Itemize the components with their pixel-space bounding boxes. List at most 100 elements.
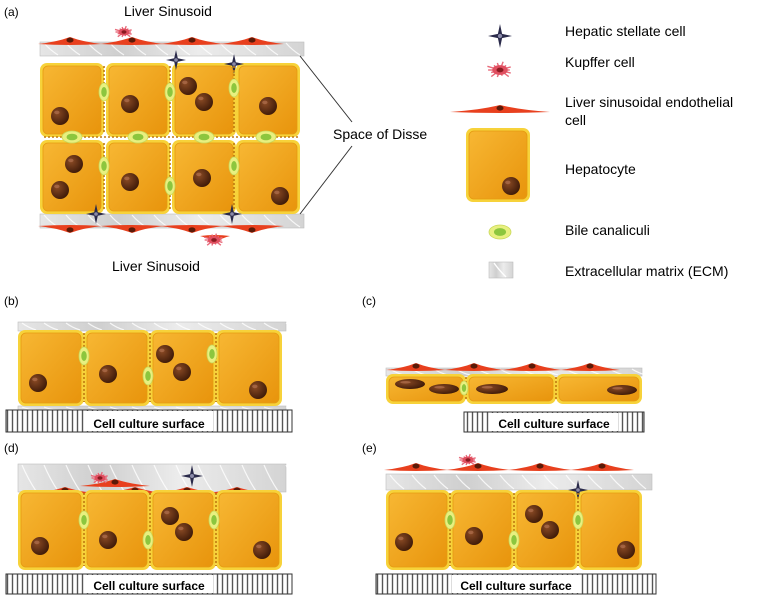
space-of-disse-callout <box>299 55 353 215</box>
kupffer-cell <box>90 471 108 484</box>
nucleus <box>173 363 191 381</box>
endothelial-cell <box>100 225 164 233</box>
nucleus <box>156 345 174 363</box>
ecm-band <box>17 321 301 332</box>
hepatocyte <box>216 330 282 406</box>
bile-canaliculus <box>255 130 277 144</box>
bile-canaliculus <box>98 156 110 176</box>
nucleus <box>179 77 197 95</box>
nucleus <box>161 507 179 525</box>
endothelial-cell <box>220 37 284 45</box>
bile-canaliculus <box>78 346 90 366</box>
nucleus <box>259 97 277 115</box>
cell-culture-surface: Cell culture surface <box>5 573 293 595</box>
kupffer-cell <box>458 453 476 466</box>
panel-label-b: (b) <box>4 294 19 308</box>
kupffer-cell <box>114 25 132 38</box>
endothelial-cell <box>502 363 562 371</box>
endothelial-cell <box>508 463 572 471</box>
endothelial-cell <box>38 37 102 45</box>
endothelial-cell <box>160 37 224 45</box>
nucleus <box>476 384 508 394</box>
hepatocyte <box>450 490 514 570</box>
nucleus <box>121 173 139 191</box>
hepatocyte <box>84 490 150 570</box>
legend-hepatocyte-label: Hepatocyte <box>565 161 636 177</box>
nucleus <box>395 379 425 389</box>
endothelial-cell <box>446 463 510 471</box>
stellate-cell <box>222 204 242 224</box>
cell-culture-surface: Cell culture surface <box>463 411 645 433</box>
bile-canaliculus <box>78 510 90 530</box>
stellate-cell <box>166 50 186 70</box>
hepatocyte <box>106 140 170 214</box>
ecm-band <box>17 463 301 493</box>
hepatocyte <box>236 140 300 214</box>
stellate-cell <box>224 54 244 74</box>
nucleus <box>29 374 47 392</box>
endothelial-cell <box>384 463 448 471</box>
hepatocyte <box>556 374 642 404</box>
endothelial-cell <box>100 37 164 45</box>
nucleus <box>253 541 271 559</box>
hepatocyte <box>40 63 104 137</box>
panel-label-a: (a) <box>4 5 19 19</box>
bottom-sinusoid-label: Liver Sinusoid <box>112 258 200 274</box>
legend-bile-label: Bile canaliculi <box>565 222 650 238</box>
panel-label-d: (d) <box>4 441 19 455</box>
bile-canaliculus <box>164 82 176 102</box>
endothelial-cell <box>386 363 446 371</box>
nucleus <box>465 527 483 545</box>
legend-lsec-label-1: Liver sinusoidal endothelial <box>565 94 733 110</box>
nucleus <box>395 533 413 551</box>
legend-kupffer-label: Kupffer cell <box>565 54 635 70</box>
nucleus <box>175 523 193 541</box>
nucleus <box>429 384 459 394</box>
bile-canaliculus <box>228 156 240 176</box>
culture-surface-label: Cell culture surface <box>93 579 205 593</box>
bile-canaliculus <box>98 82 110 102</box>
hepatocyte <box>40 140 104 214</box>
endothelial-cell <box>444 363 504 371</box>
nucleus <box>541 521 559 539</box>
culture-surface-label: Cell culture surface <box>460 579 572 593</box>
legend-lsec-label-2: cell <box>565 112 586 128</box>
nucleus <box>121 95 139 113</box>
space-of-disse-label: Space of Disse <box>333 126 427 142</box>
bile-canaliculus <box>142 530 154 550</box>
nucleus <box>99 365 117 383</box>
nucleus <box>195 93 213 111</box>
nucleus <box>271 187 289 205</box>
bile-canaliculus <box>193 130 215 144</box>
endothelial-cell <box>160 225 224 233</box>
endothelial-cell <box>220 225 284 233</box>
cell-culture-surface: Cell culture surface <box>375 573 657 595</box>
bile-canaliculus <box>61 130 83 144</box>
cell-culture-surface: Cell culture surface <box>5 409 293 433</box>
hepatocyte <box>466 374 556 404</box>
panel-label-e: (e) <box>362 441 377 455</box>
bile-canaliculus <box>508 530 520 550</box>
hepatocyte <box>18 490 84 570</box>
nucleus <box>65 155 83 173</box>
stellate-cell <box>86 204 106 224</box>
hepatocyte <box>84 330 150 406</box>
endothelial-cell <box>570 463 634 471</box>
misc-layer <box>44 25 588 566</box>
bile-canaliculus <box>488 224 512 240</box>
ecm-band <box>385 473 669 491</box>
endothelial-cell <box>80 479 150 487</box>
hepatocyte <box>18 330 84 406</box>
bile-canaliculus <box>127 130 149 144</box>
legend-hsc-label: Hepatic stellate cell <box>565 23 686 39</box>
culture-surface-label: Cell culture surface <box>93 417 205 431</box>
nucleus <box>31 537 49 555</box>
bile-canaliculus <box>208 510 220 530</box>
bile-canaliculus <box>206 344 218 364</box>
bile-canaliculus <box>459 380 469 396</box>
nucleus <box>51 181 69 199</box>
nucleus <box>51 107 69 125</box>
nucleus <box>249 381 267 399</box>
kupffer-cell <box>487 61 511 78</box>
